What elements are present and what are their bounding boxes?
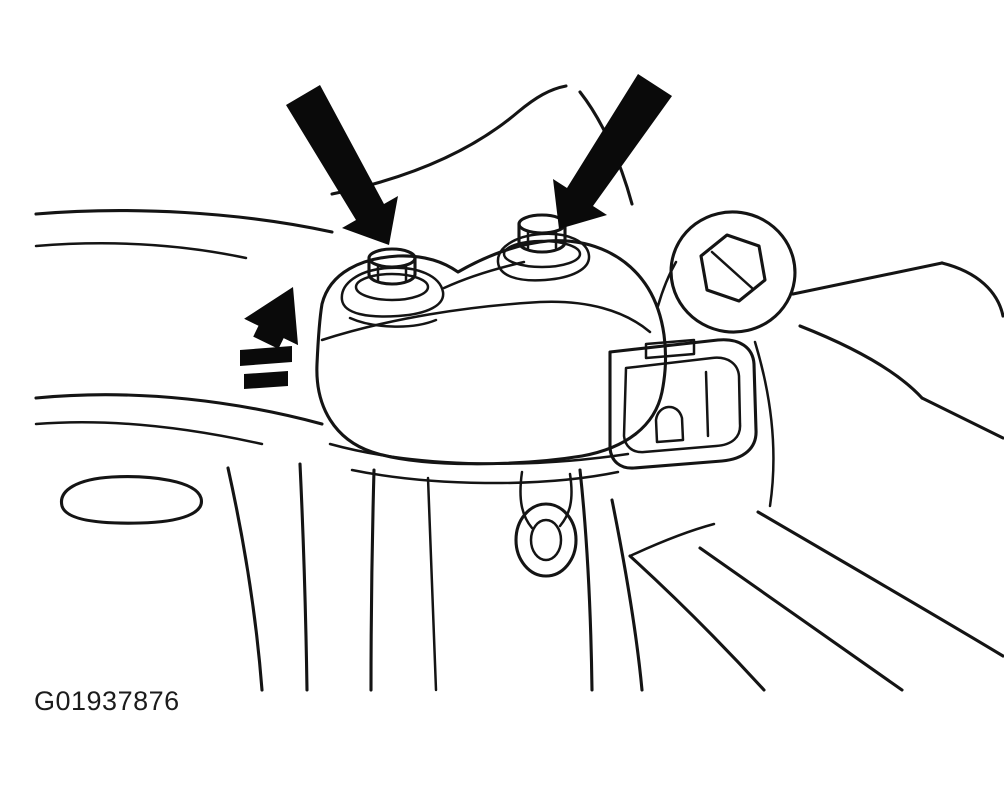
dashed-arrow-dash-2 <box>244 371 288 389</box>
sensor-body-outline <box>315 239 668 466</box>
dashed-arrow-head <box>244 287 299 349</box>
sensor-connector <box>608 338 758 470</box>
mounting-bolt-left <box>354 247 430 302</box>
left-bolt-flange <box>340 266 445 318</box>
lower-bracket <box>328 442 644 692</box>
right-bolt-arrow <box>553 74 672 229</box>
sensor-dashed-arrow <box>240 287 299 389</box>
callout-arrows <box>240 74 672 389</box>
dashed-arrow-dash-1 <box>240 346 292 366</box>
engine-boss-bolt <box>656 210 1004 508</box>
connector-outline <box>608 338 758 470</box>
engine-background-left <box>34 209 334 692</box>
left-bolt-arrow <box>286 85 398 245</box>
bolt-hole-eyelet <box>514 502 578 578</box>
figure-id: G01937876 <box>34 686 180 716</box>
engine-background-lower-right <box>628 510 1004 692</box>
